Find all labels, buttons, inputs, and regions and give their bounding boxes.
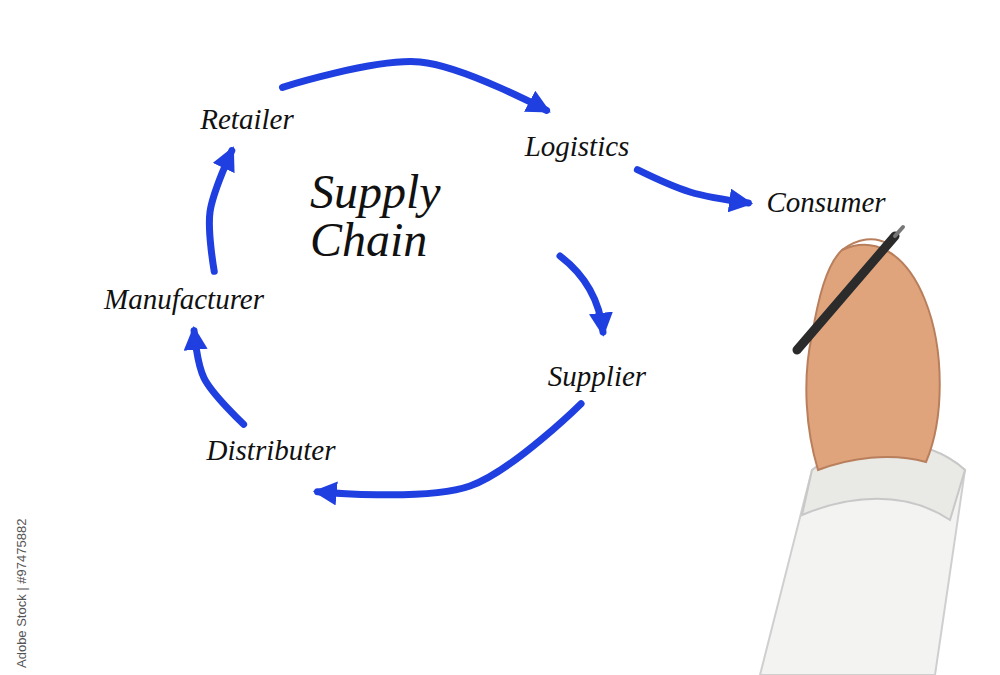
- stage-label: Consumer: [766, 186, 885, 219]
- stage-label: Supplier: [548, 360, 646, 393]
- cycle-arrow: [282, 62, 546, 111]
- stage-label: Distributer: [207, 434, 336, 467]
- decor-arrow: [560, 256, 603, 332]
- stage-label: Logistics: [525, 130, 630, 163]
- cycle-arrow: [194, 331, 244, 425]
- pen: [797, 236, 895, 350]
- cycle-arrow: [209, 151, 231, 272]
- chain-stage: Distributer: [203, 432, 340, 469]
- chain-stage: Manufacturer: [100, 281, 268, 318]
- pen-tip: [895, 227, 903, 236]
- hand: [806, 245, 939, 470]
- watermark: Adobe Stock | #97475882: [14, 519, 29, 668]
- stage-label: Manufacturer: [104, 283, 264, 316]
- chain-stage: Logistics: [521, 128, 634, 165]
- diagram-title: Supply Chain: [310, 168, 510, 264]
- chain-stage: Supplier: [544, 358, 650, 395]
- cycle-arrow: [637, 170, 748, 203]
- chain-stage: Consumer: [762, 184, 889, 221]
- chain-stage: Retailer: [196, 101, 297, 138]
- shirt-sleeve: [760, 444, 965, 675]
- stage-label: Retailer: [200, 103, 293, 136]
- cycle-arrow: [318, 404, 582, 495]
